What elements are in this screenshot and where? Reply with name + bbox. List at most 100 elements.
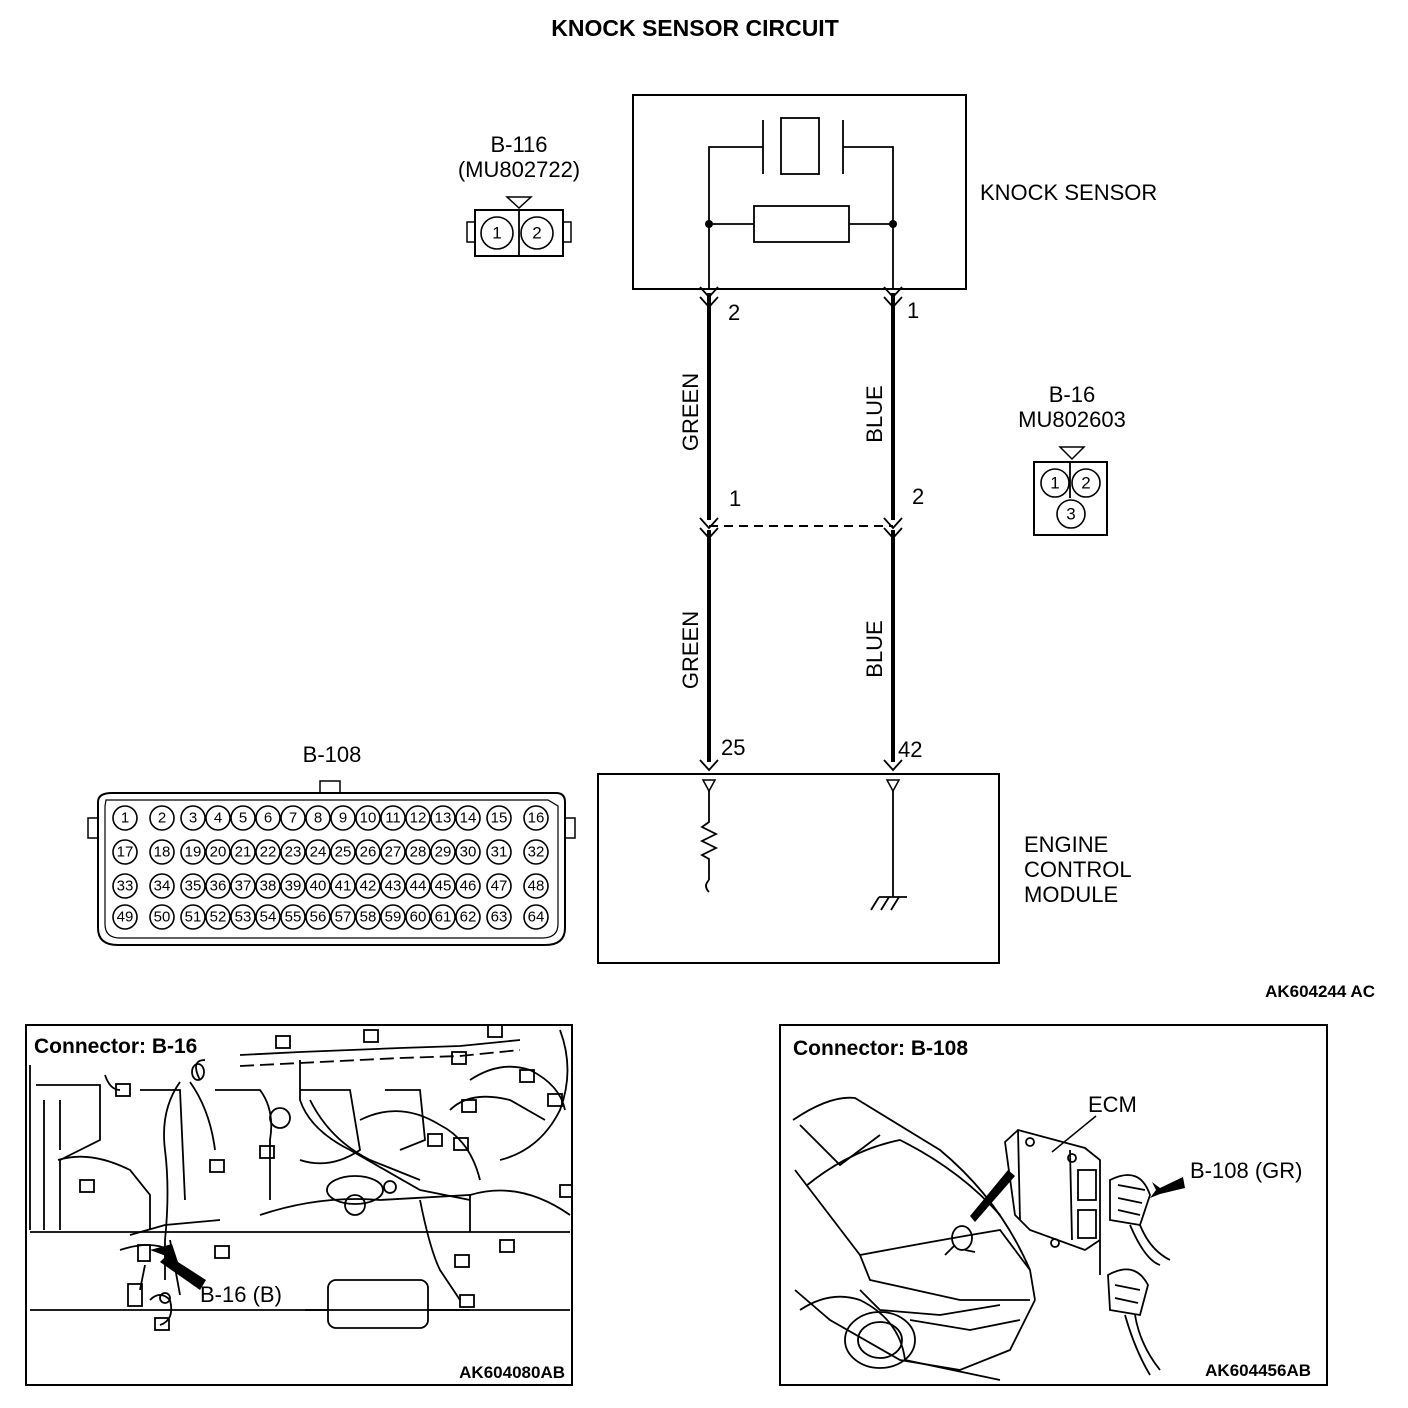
left-sensor-pin: 2 xyxy=(728,300,740,325)
b108-pin-40 xyxy=(305,873,331,899)
b108-pin-30 xyxy=(455,839,481,865)
b16-location-arrow xyxy=(150,1244,206,1290)
b108-pin-label-59: 59 xyxy=(385,909,402,926)
b108-pin-label-57: 57 xyxy=(335,909,352,926)
b108-pin-25 xyxy=(330,839,356,865)
b108-pin-16 xyxy=(523,805,549,831)
b108-pin-label-8: 8 xyxy=(314,810,322,827)
b108-pin-label-33: 33 xyxy=(117,878,134,895)
b108-pin-label-63: 63 xyxy=(491,909,508,926)
right-ecm-pin: 42 xyxy=(898,737,922,762)
b108-pin-label-25: 25 xyxy=(335,844,352,861)
b108-pin-10 xyxy=(355,805,381,831)
b108-pin-label-23: 23 xyxy=(285,844,302,861)
b108-pin-21 xyxy=(230,839,256,865)
b108-pin-label-1: 1 xyxy=(121,810,129,827)
right-upper-wire-color: BLUE xyxy=(862,385,887,442)
b108-pin-label-50: 50 xyxy=(154,909,171,926)
b108-pin-33 xyxy=(112,873,138,899)
ecm-label-line1: ENGINE xyxy=(1024,832,1108,857)
b108-pin-50 xyxy=(149,904,175,930)
b108-pin-9 xyxy=(330,805,356,831)
b108-pin-label-35: 35 xyxy=(185,878,202,895)
left-ecm-pin: 25 xyxy=(721,735,745,760)
b108-pin-36 xyxy=(205,873,231,899)
b108-pin-11 xyxy=(380,805,406,831)
b108-pin-38 xyxy=(255,873,281,899)
b108-pin-label-43: 43 xyxy=(385,878,402,895)
b108-pin-59 xyxy=(380,904,406,930)
b16-connector-face: 1 2 3 xyxy=(1033,446,1108,536)
b108-pin-20 xyxy=(205,839,231,865)
b108-pin-label-55: 55 xyxy=(285,909,302,926)
ecm-label-line3: MODULE xyxy=(1024,882,1118,907)
b108-pin-label-26: 26 xyxy=(360,844,377,861)
b108-pin-label-28: 28 xyxy=(410,844,427,861)
panel-right-ecm-label: ECM xyxy=(1088,1092,1137,1117)
b108-pin-1 xyxy=(112,805,138,831)
b108-pin-label-11: 11 xyxy=(385,810,401,827)
b108-pin-label-41: 41 xyxy=(335,878,352,895)
page-title: KNOCK SENSOR CIRCUIT xyxy=(551,15,839,41)
b108-pin-4 xyxy=(205,805,231,831)
b108-pin-8 xyxy=(305,805,331,831)
b108-pin-label-64: 64 xyxy=(528,909,545,926)
b108-pin-label-61: 61 xyxy=(435,909,452,926)
b108-pin-label-20: 20 xyxy=(210,844,227,861)
b108-pin-15 xyxy=(486,805,512,831)
b108-pin-label-46: 46 xyxy=(460,878,477,895)
b108-pin-44 xyxy=(405,873,431,899)
engine-bay-illustration xyxy=(29,1024,573,1331)
b108-pin-label-2: 2 xyxy=(158,810,166,827)
b108-pin-46 xyxy=(455,873,481,899)
b108-pin-32 xyxy=(523,839,549,865)
b108-pin-label-38: 38 xyxy=(260,878,277,895)
b108-pin-31 xyxy=(486,839,512,865)
panel-left-title: Connector: B-16 xyxy=(34,1035,197,1058)
b108-pin-43 xyxy=(380,873,406,899)
b108-pin-35 xyxy=(180,873,206,899)
b16-pin-2: 2 xyxy=(1081,474,1090,493)
panel-connector-b16 xyxy=(25,1024,573,1386)
b116-part-number: (MU802722) xyxy=(458,157,580,182)
ecm-label-line2: CONTROL xyxy=(1024,857,1132,882)
b108-pin-27 xyxy=(380,839,406,865)
b108-pin-26 xyxy=(355,839,381,865)
panel-left-callout: B-16 (B) xyxy=(200,1282,282,1307)
b108-pin-label-29: 29 xyxy=(435,844,452,861)
b108-pin-41 xyxy=(330,873,356,899)
b108-pin-label-49: 49 xyxy=(117,909,134,926)
engine-control-module-box xyxy=(597,773,1000,964)
b108-pin-49 xyxy=(112,904,138,930)
panel-right-code: AK604456AB xyxy=(1205,1361,1311,1380)
b108-pin-23 xyxy=(280,839,306,865)
left-junction-pin: 1 xyxy=(729,486,741,511)
b108-pin-label-21: 21 xyxy=(235,844,252,861)
b16-connector-name: B-16 xyxy=(1049,382,1095,407)
right-lower-wire-color: BLUE xyxy=(862,620,887,677)
b108-pin-45 xyxy=(430,873,456,899)
b108-pin-label-36: 36 xyxy=(210,878,227,895)
b108-pin-13 xyxy=(430,805,456,831)
b108-pin-3 xyxy=(180,805,206,831)
b108-pin-label-39: 39 xyxy=(285,878,302,895)
b108-pin-label-13: 13 xyxy=(435,810,452,827)
knock-sensor-label: KNOCK SENSOR xyxy=(980,180,1157,205)
b16-pin-1: 1 xyxy=(1050,474,1059,493)
left-lower-wire-color: GREEN xyxy=(678,611,703,689)
b108-pin-label-54: 54 xyxy=(260,909,277,926)
b108-pin-label-32: 32 xyxy=(528,844,545,861)
left-upper-wire-color: GREEN xyxy=(678,373,703,451)
wire-right xyxy=(883,286,903,772)
b108-pin-22 xyxy=(255,839,281,865)
b108-pin-label-12: 12 xyxy=(410,810,427,827)
b108-pin-label-53: 53 xyxy=(235,909,252,926)
b108-pin-39 xyxy=(280,873,306,899)
b108-pin-label-19: 19 xyxy=(185,844,202,861)
b108-pin-19 xyxy=(180,839,206,865)
ecm-leader-line xyxy=(1051,1115,1097,1153)
b108-pin-18 xyxy=(149,839,175,865)
b108-pin-7 xyxy=(280,805,306,831)
b108-location-arrow xyxy=(1150,1177,1185,1198)
